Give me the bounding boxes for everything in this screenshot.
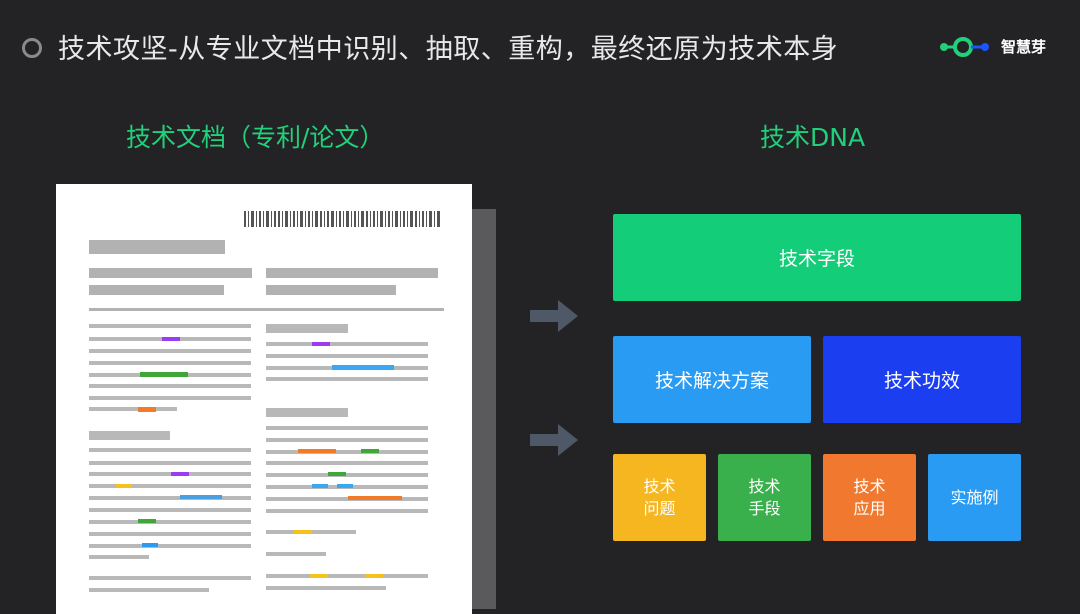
logo-icon	[940, 37, 989, 57]
block-technical-solution-label: 技术解决方案	[654, 370, 769, 392]
block-technical-means-label-2: 手段	[748, 498, 781, 518]
slide-title: 技术攻坚-从专业文档中识别、抽取、重构，最终还原为技术本身	[58, 34, 839, 65]
block-technical-problem: 技术 问题	[613, 454, 706, 541]
block-technical-field-label: 技术字段	[778, 248, 855, 270]
document-illustration	[56, 184, 472, 614]
block-technical-means-label-1: 技术	[748, 476, 781, 496]
block-technical-solution: 技术解决方案	[613, 336, 811, 423]
arrow-right-icon	[530, 300, 578, 332]
block-embodiment: 实施例	[928, 454, 1021, 541]
barcode-icon	[244, 211, 440, 227]
header-circle-icon	[22, 38, 42, 58]
document-shadow	[472, 209, 496, 609]
block-technical-effect-label: 技术功效	[883, 370, 960, 392]
block-technical-application-label-1: 技术	[853, 476, 886, 496]
arrow-right-icon	[530, 424, 578, 456]
block-technical-effect: 技术功效	[823, 336, 1021, 423]
block-technical-means: 技术 手段	[718, 454, 811, 541]
block-technical-problem-label-1: 技术	[643, 476, 676, 496]
block-technical-application-label-2: 应用	[853, 498, 886, 518]
block-technical-application: 技术 应用	[823, 454, 916, 541]
block-embodiment-label: 实施例	[950, 487, 999, 507]
block-technical-problem-label-2: 问题	[643, 498, 676, 518]
dna-heading: 技术DNA	[760, 123, 866, 152]
document-heading: 技术文档（专利/论文）	[126, 123, 385, 152]
document-page-graphic	[89, 211, 444, 592]
block-technical-field: 技术字段	[613, 214, 1021, 301]
logo-text: 智慧芽	[1001, 38, 1047, 56]
